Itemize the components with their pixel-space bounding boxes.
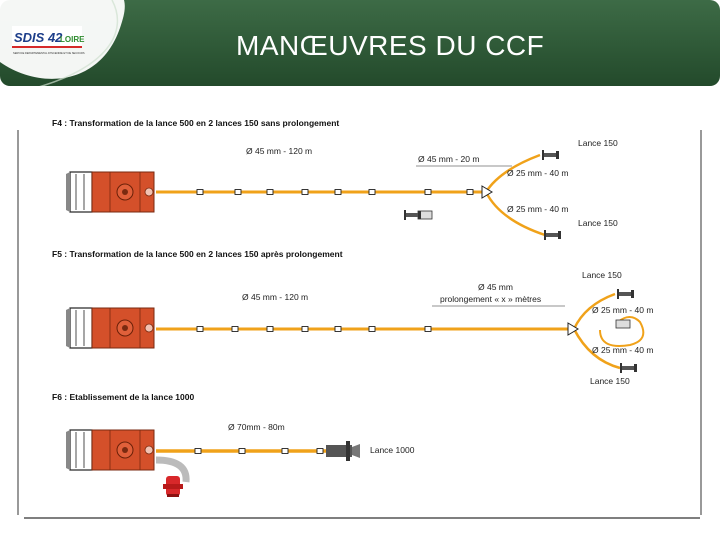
lance-1000-nozzle-f6 [326, 441, 360, 461]
spare-nozzle-f4 [404, 210, 433, 220]
main-hose-label-f6: Ø 70mm - 80m [228, 422, 285, 432]
lance-a-label-f5: Lance 150 [582, 270, 622, 280]
slide-header: SDIS 42 LOIRE SERVICE DEPARTEMENTAL D'IN… [0, 0, 720, 86]
truck-f6 [65, 429, 155, 471]
truck-f4 [65, 171, 155, 213]
lance-b-label-f5: Lance 150 [590, 376, 630, 386]
section-f6: F6 : Etablissement de la lance 1000 Ø 70… [52, 392, 415, 497]
divider-f4 [481, 185, 493, 199]
truck-f5 [65, 307, 155, 349]
slide-title: MANŒUVRES DU CCF [236, 30, 545, 61]
logo-sub: LOIRE [60, 35, 85, 44]
logo-text: SDIS 42 [14, 30, 63, 45]
branch-a-hose-f4 [484, 153, 541, 193]
branch-hose-label-f4: Ø 45 mm - 20 m [418, 154, 479, 164]
branch-a-hose-f5 [572, 292, 616, 330]
branch-a-label-f5: Ø 25 mm - 40 m [592, 305, 653, 315]
spare-nozzle-f5 [615, 319, 631, 329]
diagram-svg: F4 : Transformation de la lance 500 en 2… [17, 118, 702, 519]
ext-note-label-f5: prolongement « x » mètres [440, 294, 541, 304]
section-title-f6: F6 : Etablissement de la lance 1000 [52, 392, 194, 402]
diagram-area: F4 : Transformation de la lance 500 en 2… [0, 100, 720, 525]
fire-hydrant-icon [163, 476, 183, 497]
branch-b-label-f5: Ø 25 mm - 40 m [592, 345, 653, 355]
branch-b-label-f4: Ø 25 mm - 40 m [507, 204, 568, 214]
section-f4: F4 : Transformation de la lance 500 en 2… [52, 118, 618, 240]
branch-b-hose-f4 [484, 191, 546, 237]
section-title-f4: F4 : Transformation de la lance 500 en 2… [52, 118, 339, 128]
branch-a-label-f4: Ø 25 mm - 40 m [507, 168, 568, 178]
lance-150-b-nozzle-f4 [544, 230, 561, 240]
divider-f5 [567, 322, 579, 336]
suction-hose-f6 [155, 456, 190, 483]
main-hose-label-f4: Ø 45 mm - 120 m [246, 146, 312, 156]
lance-150-b-nozzle-f5 [620, 363, 637, 373]
coiled-hose-f5 [599, 316, 645, 347]
logo-caption: SERVICE DEPARTEMENTAL D'INCENDIE ET DE S… [13, 51, 85, 55]
main-hose-label-f5: Ø 45 mm - 120 m [242, 292, 308, 302]
lance-150-a-nozzle-f4 [542, 150, 559, 160]
branch-b-hose-f5 [572, 328, 621, 370]
section-title-f5: F5 : Transformation de la lance 500 en 2… [52, 249, 343, 259]
lance-b-label-f4: Lance 150 [578, 218, 618, 228]
ext-hose-label-f5: Ø 45 mm [478, 282, 513, 292]
section-f5: F5 : Transformation de la lance 500 en 2… [52, 249, 653, 386]
lance-label-f6: Lance 1000 [370, 445, 415, 455]
lance-150-a-nozzle-f5 [617, 289, 634, 299]
lance-a-label-f4: Lance 150 [578, 138, 618, 148]
sdis-logo: SDIS 42 LOIRE SERVICE DEPARTEMENTAL D'IN… [10, 20, 86, 58]
